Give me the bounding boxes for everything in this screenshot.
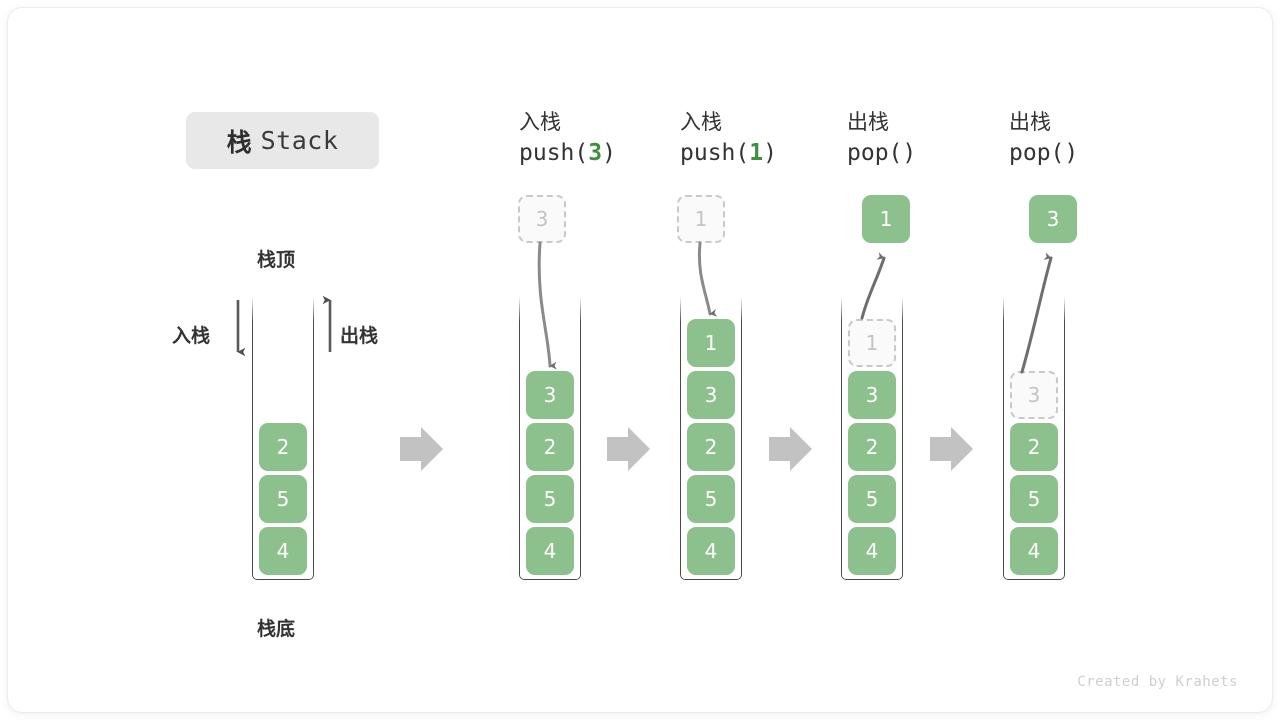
step-op-code: pop() (847, 137, 1027, 169)
op-code-arg: 3 (588, 140, 603, 166)
stack-cell: 4 (687, 527, 735, 575)
stack-container-push-1 (680, 296, 742, 580)
op-code-prefix: push( (680, 140, 750, 166)
step-header-push-3: 入栈 push(3) (519, 107, 699, 169)
title-badge: 栈 Stack (186, 112, 379, 169)
stack-cell: 3 (526, 371, 574, 419)
stack-cell: 5 (259, 475, 307, 523)
stack-cell: 4 (848, 527, 896, 575)
step-op-cn: 入栈 (519, 110, 561, 134)
op-code-suffix: ) (602, 140, 616, 166)
push-direction-label: 入栈 (172, 325, 211, 347)
stack-container-pop-1 (841, 296, 903, 580)
stack-cell: 3 (687, 371, 735, 419)
step-op-code: push(3) (519, 137, 699, 169)
stack-cell: 2 (848, 423, 896, 471)
op-code-prefix: push( (519, 140, 589, 166)
stack-cell: 2 (526, 423, 574, 471)
stack-cell: 2 (687, 423, 735, 471)
stack-bottom-label: 栈底 (257, 618, 296, 640)
stack-cell: 4 (259, 527, 307, 575)
stack-cell: 5 (687, 475, 735, 523)
stack-container-push-3 (519, 296, 581, 580)
ghost-cell-push-3: 3 (518, 195, 566, 243)
popped-value-pop-3: 3 (1029, 195, 1077, 243)
step-header-pop-1: 出栈 pop() (847, 107, 1027, 169)
step-op-cn: 入栈 (680, 110, 722, 134)
ghost-cell-pop-3: 3 (1010, 371, 1058, 419)
step-header-push-1: 入栈 push(1) (680, 107, 860, 169)
ghost-cell-pop-1: 1 (848, 319, 896, 367)
step-op-code: pop() (1009, 137, 1189, 169)
stack-cell: 3 (848, 371, 896, 419)
stack-container-pop-3 (1003, 296, 1065, 580)
step-op-cn: 出栈 (1009, 110, 1051, 134)
stack-cell: 2 (259, 423, 307, 471)
op-code-suffix: ) (763, 140, 777, 166)
stack-cell: 5 (526, 475, 574, 523)
title-en: Stack (260, 126, 339, 155)
step-op-cn: 出栈 (847, 110, 889, 134)
op-code-prefix: pop( (1009, 140, 1065, 166)
popped-value-pop-1: 1 (862, 195, 910, 243)
title-cn: 栈 (226, 127, 252, 157)
stack-cell: 4 (1010, 527, 1058, 575)
stack-cell: 5 (1010, 475, 1058, 523)
step-op-code: push(1) (680, 137, 860, 169)
stack-cell: 5 (848, 475, 896, 523)
stack-top-label: 栈顶 (257, 249, 296, 271)
op-code-prefix: pop( (847, 140, 903, 166)
op-code-suffix: ) (902, 140, 917, 166)
stack-cell: 1 (687, 319, 735, 367)
stack-cell: 2 (1010, 423, 1058, 471)
ghost-cell-push-1: 1 (677, 195, 725, 243)
stack-cell: 4 (526, 527, 574, 575)
pop-direction-label: 出栈 (340, 325, 379, 347)
credit-text: Created by Krahets (1077, 674, 1238, 690)
op-code-suffix: ) (1064, 140, 1079, 166)
step-header-pop-3: 出栈 pop() (1009, 107, 1189, 169)
op-code-arg: 1 (749, 140, 764, 166)
stack-container-initial (252, 296, 314, 580)
